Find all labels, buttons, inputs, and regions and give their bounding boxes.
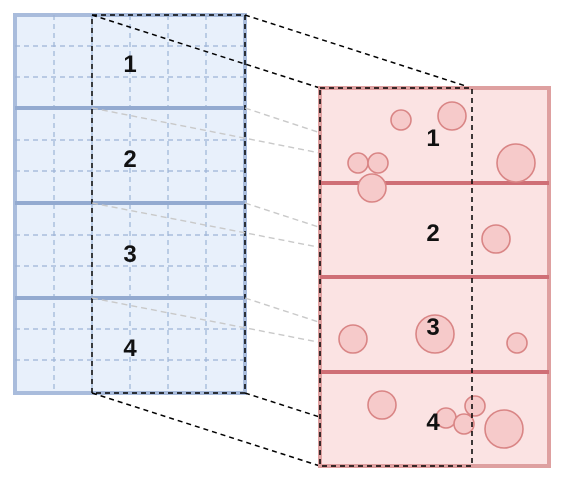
circle bbox=[390, 109, 412, 131]
right-panel: 1 2 3 4 bbox=[318, 86, 551, 468]
right-block-label-1: 1 bbox=[426, 125, 439, 152]
circle bbox=[464, 395, 486, 417]
circle bbox=[437, 101, 467, 131]
circle bbox=[453, 413, 475, 435]
circle bbox=[484, 409, 524, 449]
left-block-label-2: 2 bbox=[123, 146, 136, 173]
left-block-label-1: 1 bbox=[123, 51, 136, 78]
left-block-label-4: 4 bbox=[123, 335, 137, 362]
circle bbox=[367, 152, 389, 174]
right-selection-window bbox=[319, 87, 473, 467]
left-block-dividers bbox=[15, 106, 245, 300]
circle bbox=[415, 314, 455, 354]
right-block-label-4: 4 bbox=[426, 409, 440, 436]
circle bbox=[496, 143, 536, 183]
circle bbox=[367, 390, 397, 420]
right-block-label-3: 3 bbox=[426, 314, 439, 341]
circle bbox=[357, 173, 387, 203]
left-panel: 1 2 3 4 bbox=[13, 13, 247, 395]
circle bbox=[481, 224, 511, 254]
right-circles bbox=[338, 101, 536, 449]
circle bbox=[506, 332, 528, 354]
right-block-label-2: 2 bbox=[426, 220, 439, 247]
left-block-label-3: 3 bbox=[123, 241, 136, 268]
circle bbox=[347, 152, 369, 174]
circle bbox=[338, 324, 368, 354]
left-selection-window bbox=[91, 14, 246, 394]
